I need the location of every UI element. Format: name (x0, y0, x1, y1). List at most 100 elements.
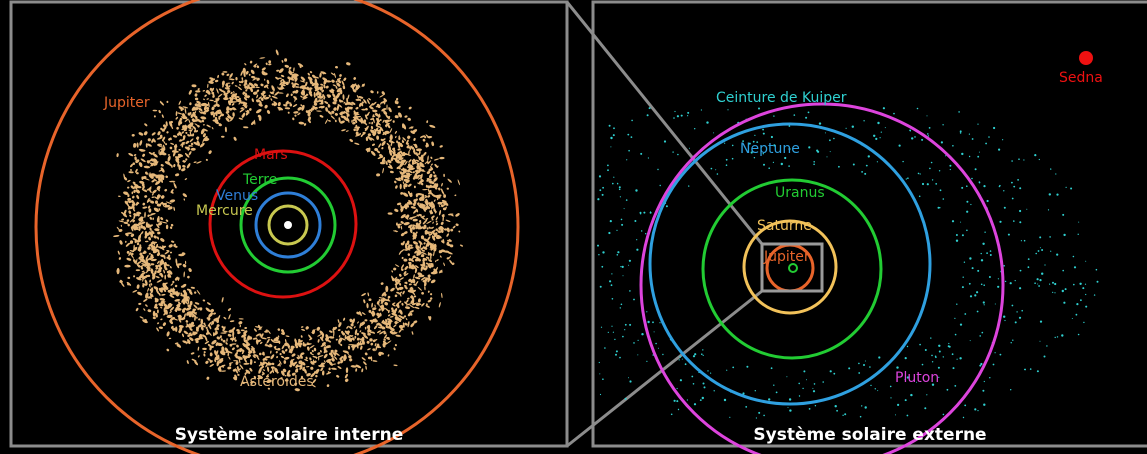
asteroid-flake (360, 345, 363, 350)
asteroid-flake (356, 115, 361, 118)
asteroid-flake (214, 120, 220, 125)
asteroid-flake (435, 195, 441, 199)
kuiper-object (938, 350, 941, 353)
kuiper-object (618, 188, 621, 191)
kuiper-object (971, 267, 974, 270)
asteroid-flake (307, 72, 310, 76)
asteroid-flake (408, 224, 413, 228)
asteroid-flake (289, 348, 293, 354)
asteroid-flake (430, 201, 434, 205)
asteroid-flake (394, 318, 399, 321)
asteroid-flake (424, 286, 426, 291)
asteroid-flake (186, 163, 191, 169)
asteroid-flake (203, 322, 206, 325)
asteroid-flake (402, 322, 405, 328)
asteroid-flake (244, 371, 249, 374)
asteroid-flake (245, 369, 251, 374)
asteroid-flake (250, 359, 253, 362)
asteroid-flake (227, 89, 231, 93)
asteroid-flake (433, 248, 437, 252)
asteroid-flake (150, 244, 155, 249)
asteroid-flake (294, 388, 300, 392)
asteroid-flake (138, 222, 142, 226)
asteroid-flake (181, 252, 186, 255)
kuiper-object (926, 394, 928, 396)
asteroid-flake (402, 316, 405, 319)
asteroid-flake (405, 142, 409, 145)
kuiper-object (971, 177, 973, 180)
asteroid-flake (130, 226, 134, 232)
asteroid-flake (378, 297, 384, 299)
asteroid-flake (281, 370, 285, 376)
asteroid-flake (194, 93, 198, 97)
kuiper-object (665, 205, 668, 208)
asteroid-flake (150, 213, 156, 215)
asteroid-flake (388, 149, 393, 156)
asteroid-flake (137, 291, 143, 296)
asteroid-flake (340, 120, 345, 124)
kuiper-object (745, 406, 748, 408)
asteroid-flake (160, 127, 163, 131)
kuiper-object (1085, 293, 1087, 296)
asteroid-flake (206, 331, 209, 335)
asteroid-flake (433, 174, 437, 178)
asteroid-flake (399, 293, 402, 297)
asteroid-flake (214, 359, 217, 363)
asteroid-flake (338, 335, 341, 338)
asteroid-flake (257, 375, 264, 379)
asteroid-flake (152, 151, 155, 155)
asteroid-flake (233, 376, 238, 381)
kuiper-object (608, 124, 611, 127)
asteroid-flake (222, 351, 226, 354)
kuiper-object (780, 162, 783, 166)
asteroid-flake (387, 314, 391, 317)
asteroid-flake (184, 146, 191, 150)
kuiper-object (961, 234, 964, 237)
asteroid-flake (260, 361, 264, 367)
asteroid-flake (403, 258, 408, 262)
asteroid-flake (285, 81, 289, 86)
asteroid-flake (430, 163, 433, 166)
asteroid-flake (200, 318, 204, 325)
asteroid-flake (411, 267, 415, 270)
kuiper-object (633, 342, 635, 344)
asteroid-flake (448, 238, 451, 242)
asteroid-flake (144, 240, 149, 243)
asteroid-flake (197, 307, 200, 311)
kuiper-object (983, 403, 986, 406)
asteroid-flake (197, 346, 200, 351)
asteroid-flake (160, 167, 165, 173)
asteroid-flake (233, 136, 237, 141)
asteroid-flake (113, 235, 120, 237)
asteroid-flake (427, 252, 430, 256)
asteroid-flake (403, 221, 410, 226)
kuiper-object (1095, 268, 1098, 271)
asteroid-flake (127, 200, 129, 203)
asteroid-flake (413, 158, 416, 163)
kuiper-object (1003, 315, 1006, 318)
asteroid-flake (162, 144, 166, 150)
asteroid-flake (394, 208, 399, 212)
kuiper-object (997, 285, 1000, 288)
asteroid-flake (144, 251, 147, 254)
asteroid-flake (440, 204, 444, 208)
asteroid-flake (213, 312, 216, 315)
label-venus: Venus (216, 188, 258, 204)
asteroid-flake (405, 318, 408, 321)
asteroid-flake (427, 263, 432, 269)
asteroid-flake (192, 133, 195, 137)
kuiper-object (788, 398, 792, 401)
kuiper-object (623, 208, 625, 210)
asteroid-flake (364, 127, 368, 131)
asteroid-flake (162, 202, 166, 206)
asteroid-flake (156, 269, 162, 274)
asteroid-flake (195, 328, 199, 332)
asteroid-flake (351, 101, 356, 105)
asteroid-flake (157, 231, 161, 235)
asteroid-flake (132, 219, 135, 223)
asteroid-flake (202, 133, 206, 138)
asteroid-flake (195, 340, 199, 344)
asteroid-flake (197, 88, 200, 91)
asteroid-flake (160, 300, 165, 304)
asteroid-flake (132, 195, 135, 199)
